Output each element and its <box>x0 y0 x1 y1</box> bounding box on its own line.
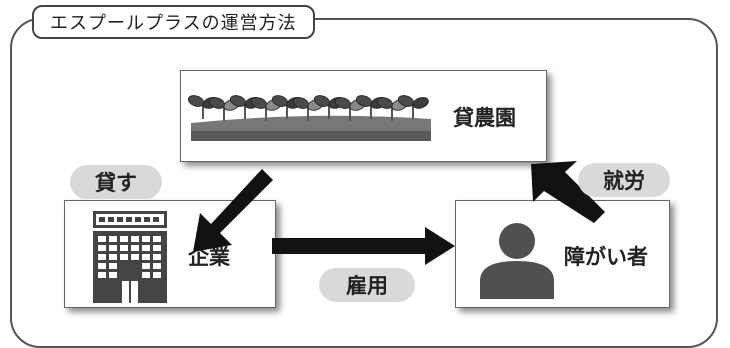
flow-arrows <box>193 161 605 265</box>
work-pill: 就労 <box>578 163 670 197</box>
person-label: 障がい者 <box>564 245 648 269</box>
arrow-company-to-person <box>272 227 455 265</box>
farm-label: 貸農園 <box>453 106 516 130</box>
farm-node: 貸農園 <box>180 70 547 162</box>
lend-pill: 貸す <box>70 165 162 199</box>
company-node: 企業 <box>64 200 276 308</box>
employ-pill: 雇用 <box>319 268 415 302</box>
arrow-farm-to-company <box>193 169 273 252</box>
building-icon <box>93 211 167 303</box>
farm-plants-illustration <box>187 95 431 141</box>
arrow-person-to-farm <box>531 161 605 223</box>
diagram-title: エスプールプラスの運営方法 <box>32 5 315 39</box>
person-icon <box>480 223 554 299</box>
